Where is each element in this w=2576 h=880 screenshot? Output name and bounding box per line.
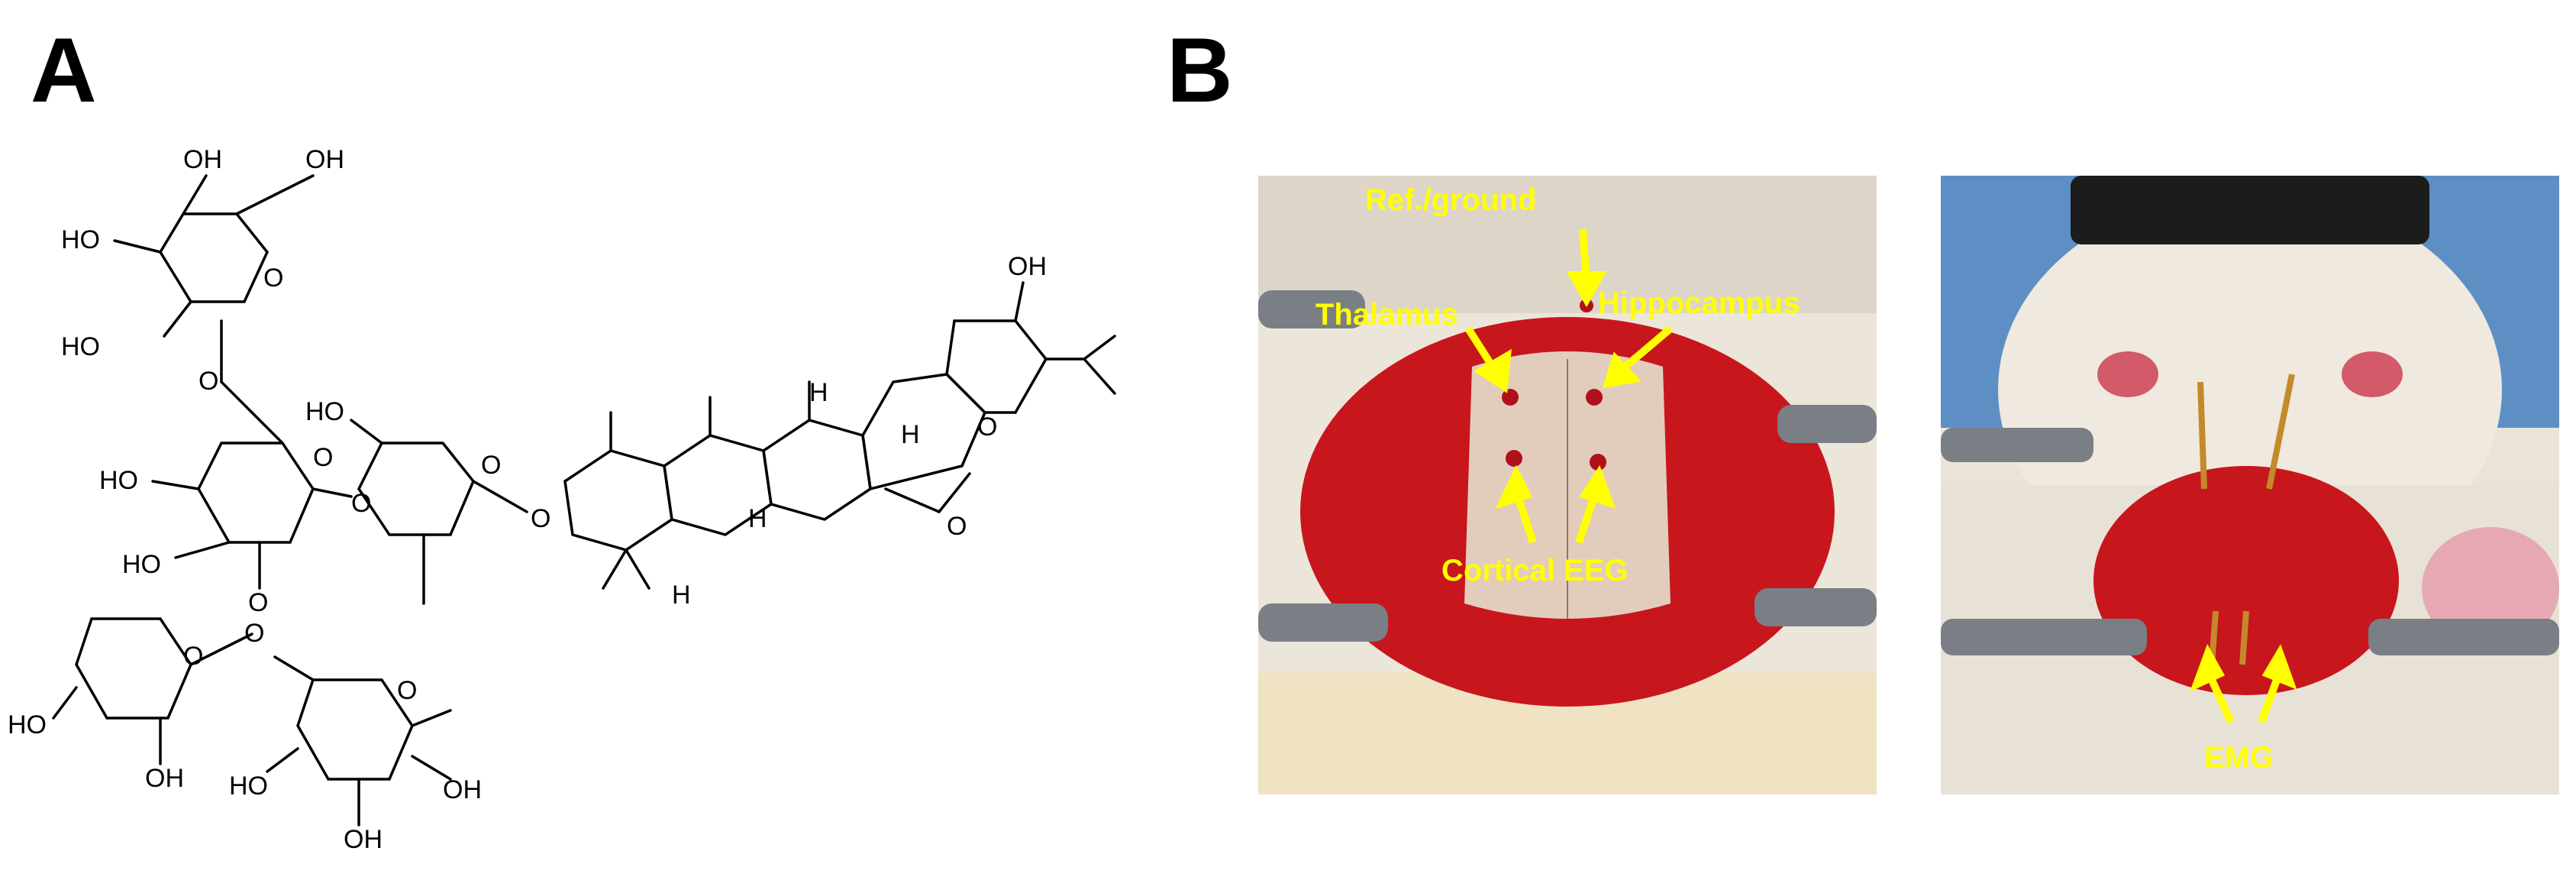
surgery-photo-eeg: Ref./ground Thalamus Hippocampus Cortica… xyxy=(1258,176,1877,794)
surgery-photo-emg: EMG xyxy=(1941,176,2559,794)
chem-label: O xyxy=(199,367,218,396)
eeg-photo-drawing: Ref./ground Thalamus Hippocampus Cortica… xyxy=(1258,176,1877,794)
label-cortical-eeg: Cortical EEG xyxy=(1441,554,1629,587)
chem-label: O xyxy=(263,264,283,293)
chem-label: HO xyxy=(122,550,161,579)
chem-label: O xyxy=(244,619,264,648)
chem-label: O xyxy=(977,412,997,442)
chem-label: OH xyxy=(183,145,222,174)
chem-label: O xyxy=(313,443,333,472)
label-ref-ground: Ref./ground xyxy=(1365,183,1536,217)
chem-label: OH xyxy=(344,825,383,854)
label-arrows xyxy=(1464,228,1674,544)
label-emg: EMG xyxy=(2204,741,2274,775)
chem-label: O xyxy=(397,676,417,705)
panel-label-a: A xyxy=(31,19,97,121)
chem-label: H xyxy=(809,378,828,407)
emg-photo-drawing: EMG xyxy=(1941,176,2559,794)
chem-label: HO xyxy=(61,225,100,254)
nose-cone xyxy=(2071,176,2429,244)
label-arrows xyxy=(2190,644,2297,724)
chem-label: HO xyxy=(61,332,100,361)
chem-label: H xyxy=(901,420,920,449)
chem-label: H xyxy=(748,504,767,533)
chem-label: OH xyxy=(443,775,482,804)
chem-label: O xyxy=(481,451,501,480)
chem-label: O xyxy=(183,642,203,671)
chemical-structure: OH OH HO HO O O HO HO O O HO O O O O HO … xyxy=(0,130,1122,863)
chem-label: OH xyxy=(145,764,184,793)
chem-labels: OH OH HO HO O O HO HO O O HO O O O O HO … xyxy=(8,145,1047,854)
chem-label: O xyxy=(248,588,268,617)
structure-drawing: OH OH HO HO O O HO HO O O HO O O O O HO … xyxy=(8,145,1116,854)
chem-label: OH xyxy=(305,145,344,174)
chem-label: O xyxy=(947,512,967,541)
chem-label: O xyxy=(351,489,371,518)
label-hippocampus: Hippocampus xyxy=(1598,286,1800,320)
chem-label: HO xyxy=(229,772,268,801)
chem-label: OH xyxy=(1008,252,1047,281)
chem-label: HO xyxy=(305,397,344,426)
retractors xyxy=(1258,290,1877,642)
exposed-tissue xyxy=(2093,466,2399,695)
chem-label: H xyxy=(672,581,691,610)
chem-label: HO xyxy=(99,466,138,495)
label-thalamus: Thalamus xyxy=(1315,298,1458,332)
retractors xyxy=(1941,428,2559,655)
panel-label-b: B xyxy=(1167,19,1233,121)
chem-label: O xyxy=(531,504,550,533)
chem-label: HO xyxy=(8,710,47,739)
